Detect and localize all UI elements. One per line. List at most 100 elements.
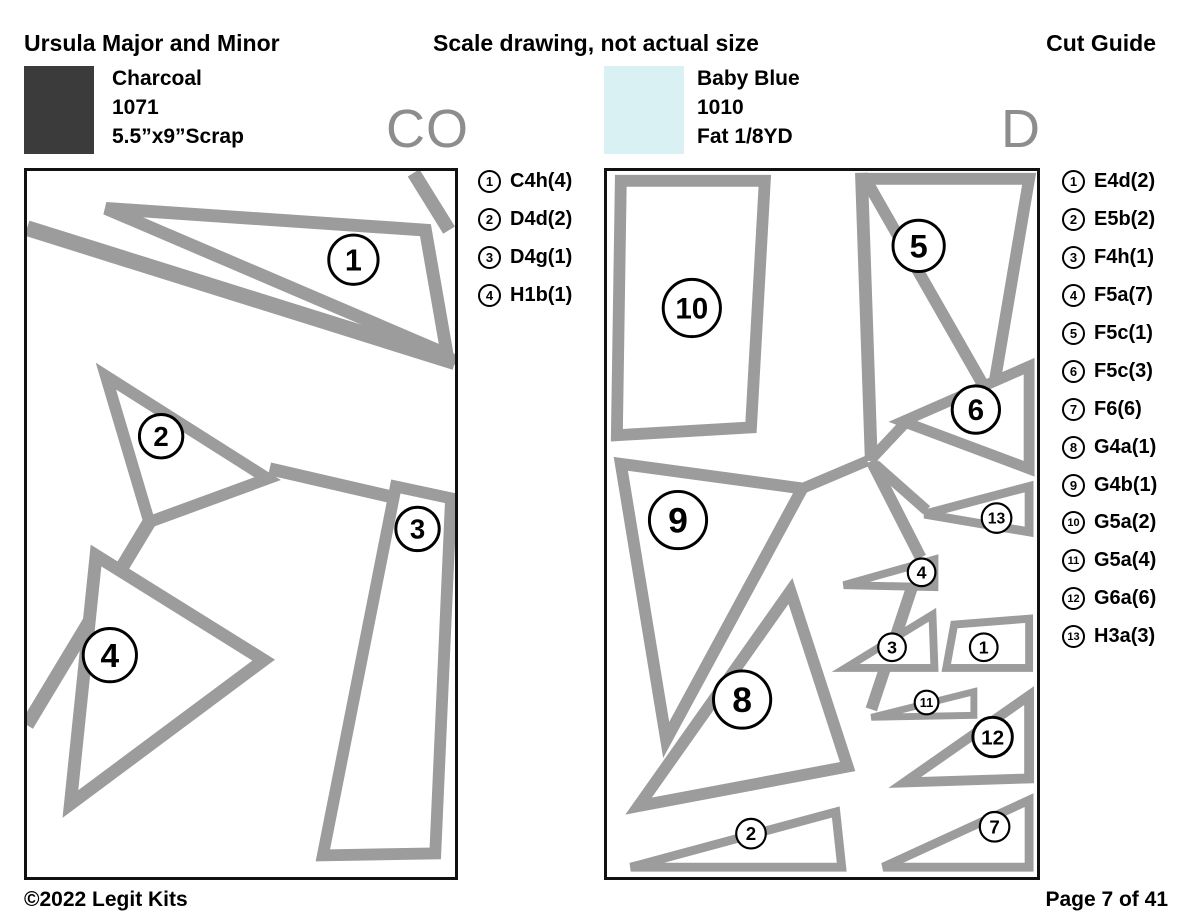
piece-number-badge: 11: [1062, 549, 1085, 573]
piece-number-badge: 12: [1062, 587, 1085, 611]
legend-label: H3a(3): [1094, 625, 1156, 648]
seam-stroke: [869, 419, 909, 461]
piece-number-badge: 9: [1062, 473, 1085, 497]
piece-number-circle: [906, 557, 937, 588]
piece-number-text: 2: [746, 823, 756, 844]
legend-item: 13 H3a(3): [1062, 618, 1157, 656]
piece-number-badge: 13: [1062, 625, 1085, 649]
legend-label: C4h(4): [510, 170, 573, 193]
cut-diagram-left: 1 2 3 4: [24, 168, 458, 880]
piece-number-badge: 8: [1062, 435, 1085, 459]
legend-item: 10 G5a(2): [1062, 504, 1157, 542]
piece-number-text: 4: [101, 638, 120, 675]
legend-item: 4 F5a(7): [1062, 277, 1157, 315]
page-number: Page 7 of 41: [1045, 888, 1168, 911]
legend-label: F5a(7): [1094, 284, 1153, 307]
piece-number-text: 13: [988, 511, 1006, 528]
legend-label: F6(6): [1094, 397, 1142, 420]
piece-number-badge: 2: [1062, 208, 1085, 232]
legend-label: D4g(1): [510, 246, 573, 269]
piece-number-circle: [913, 689, 940, 716]
piece-number-badge: 4: [478, 284, 501, 308]
legend-label: E5b(2): [1094, 208, 1156, 231]
piece-number-text: 6: [968, 394, 984, 427]
fabric-piece-outline-2: [629, 806, 847, 872]
piece-number-circle: [971, 715, 1014, 759]
seam-stroke: [866, 458, 926, 561]
seam-stroke: [800, 455, 870, 494]
legend-label: G4a(1): [1094, 435, 1157, 458]
section-label-d: D: [1001, 99, 1041, 159]
legend-item: 3 F4h(1): [1062, 239, 1157, 277]
legend-label: F5c(1): [1094, 322, 1153, 344]
legend-label: H1b(1): [510, 284, 573, 307]
piece-number-badge: 3: [1062, 246, 1085, 270]
piece-number-circle: [394, 505, 441, 553]
fabric-name: Charcoal: [112, 67, 202, 90]
pattern-title: Ursula Major and Minor: [24, 30, 280, 56]
seam-stroke: [871, 460, 931, 515]
legend-item: 12 G6a(6): [1062, 580, 1157, 618]
piece-number-circle: [980, 502, 1013, 534]
legend-label: F5c(3): [1094, 359, 1153, 382]
piece-number-badge: 5: [1062, 322, 1085, 345]
fabric-swatch-charcoal: [24, 66, 94, 154]
fabric-piece-outline-3: [315, 479, 455, 862]
legend-item: 1 C4h(4): [478, 163, 572, 201]
legend-label: D4d(2): [510, 208, 573, 231]
piece-number-circle: [950, 384, 1002, 435]
piece-number-badge: 1: [1062, 170, 1085, 194]
seam-stroke: [407, 171, 455, 234]
fabric-swatch-baby-blue: [604, 66, 684, 154]
piece-number-text: 7: [989, 816, 999, 837]
fabric-size: 5.5”x9”Scrap: [112, 125, 244, 148]
piece-number-circle: [877, 632, 907, 663]
seam-stroke: [27, 220, 455, 370]
piece-number-circle: [137, 413, 185, 460]
piece-number-text: 2: [153, 421, 168, 452]
piece-number-circle: [978, 810, 1011, 843]
piece-number-text: 9: [668, 500, 688, 540]
fabric-info-baby-blue: Baby Blue 1010 Fat 1/8YD: [697, 64, 800, 151]
fabric-piece-outline-1: [103, 202, 455, 365]
copyright-text: ©2022 Legit Kits: [24, 888, 188, 911]
legend-label: F4h(1): [1094, 246, 1154, 269]
piece-number-text: 1: [345, 243, 362, 277]
legend-label: E4d(2): [1094, 170, 1156, 193]
piece-number-circle: [891, 218, 946, 274]
legend-item: 4 H1b(1): [478, 277, 572, 315]
legend-label: G5a(2): [1094, 511, 1157, 534]
piece-number-badge: 4: [1062, 284, 1085, 308]
legend-label: G6a(6): [1094, 587, 1157, 610]
scale-note: Scale drawing, not actual size: [433, 30, 759, 56]
fabric-piece-outline-5: [855, 172, 1037, 418]
piece-number-badge: 3: [478, 246, 501, 270]
piece-number-text: 4: [917, 563, 927, 583]
legend-item: 5 F5c(1): [1062, 315, 1157, 353]
piece-number-text: 8: [732, 680, 752, 720]
legend-item: 2 E5b(2): [1062, 201, 1157, 239]
fabric-piece-outline-4: [62, 544, 276, 818]
fabric-info-charcoal: Charcoal 1071 5.5”x9”Scrap: [112, 64, 244, 151]
piece-number-circle: [647, 489, 709, 551]
fabric-piece-outline-13: [923, 480, 1034, 538]
piece-number-text: 10: [675, 292, 708, 325]
piece-number-text: 5: [910, 228, 928, 264]
piece-number-badge: 10: [1062, 511, 1085, 535]
legend-label: G4b(1): [1094, 473, 1158, 496]
piece-number-text: 3: [410, 514, 425, 545]
legend-item: 8 G4a(1): [1062, 428, 1157, 466]
piece-number-text: 11: [920, 695, 934, 710]
piece-number-circle: [81, 627, 138, 684]
piece-number-badge: 1: [478, 170, 501, 194]
fabric-name: Baby Blue: [697, 67, 800, 90]
fabric-size: Fat 1/8YD: [697, 125, 793, 148]
